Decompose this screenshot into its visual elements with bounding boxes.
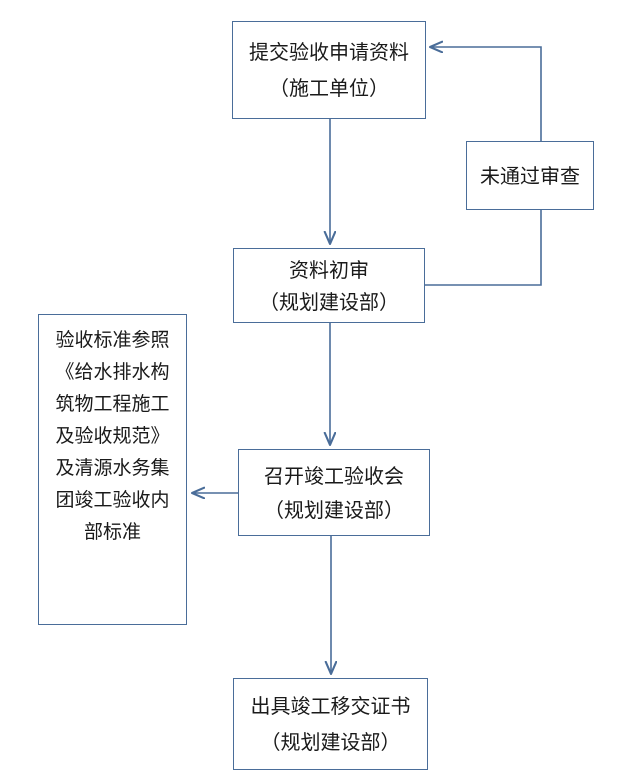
node-certificate-line-2: （规划建设部）	[260, 730, 401, 754]
edge-review-to-failed	[425, 210, 542, 286]
node-standard-line-3: 筑物工程施工	[55, 393, 170, 415]
node-issue-certificate[interactable]: 出具竣工移交证书 （规划建设部）	[233, 678, 428, 770]
node-standard-line-7: 部标准	[83, 521, 141, 543]
node-standard-line-2: 《给水排水构	[55, 361, 170, 383]
node-review-line-2: （规划建设部）	[259, 289, 399, 314]
node-certificate-line-1: 出具竣工移交证书	[250, 694, 411, 718]
node-standard-line-5: 及清源水务集	[55, 457, 170, 479]
node-submit-line-2: （施工单位）	[269, 76, 389, 100]
node-standard-line-6: 团竣工验收内	[55, 489, 170, 511]
node-submit-line-1: 提交验收申请资料	[249, 40, 409, 64]
edge-failed-to-submit	[431, 47, 542, 141]
node-meeting-line-1: 召开竣工验收会	[264, 463, 404, 488]
node-acceptance-standard-note[interactable]: 验收标准参照 《给水排水构 筑物工程施工 及验收规范》 及清源水务集 团竣工验收…	[38, 314, 187, 625]
node-acceptance-meeting[interactable]: 召开竣工验收会 （规划建设部）	[238, 449, 430, 536]
node-standard-line-1: 验收标准参照	[55, 329, 170, 351]
node-failed-review[interactable]: 未通过审查	[466, 141, 594, 210]
node-meeting-line-2: （规划建设部）	[264, 497, 404, 522]
node-document-review[interactable]: 资料初审 （规划建设部）	[233, 248, 425, 323]
node-failed-line-1: 未通过审查	[480, 163, 580, 188]
node-standard-line-4: 及验收规范》	[55, 425, 170, 447]
node-submit-application[interactable]: 提交验收申请资料 （施工单位）	[232, 21, 426, 119]
node-review-line-1: 资料初审	[289, 257, 369, 282]
